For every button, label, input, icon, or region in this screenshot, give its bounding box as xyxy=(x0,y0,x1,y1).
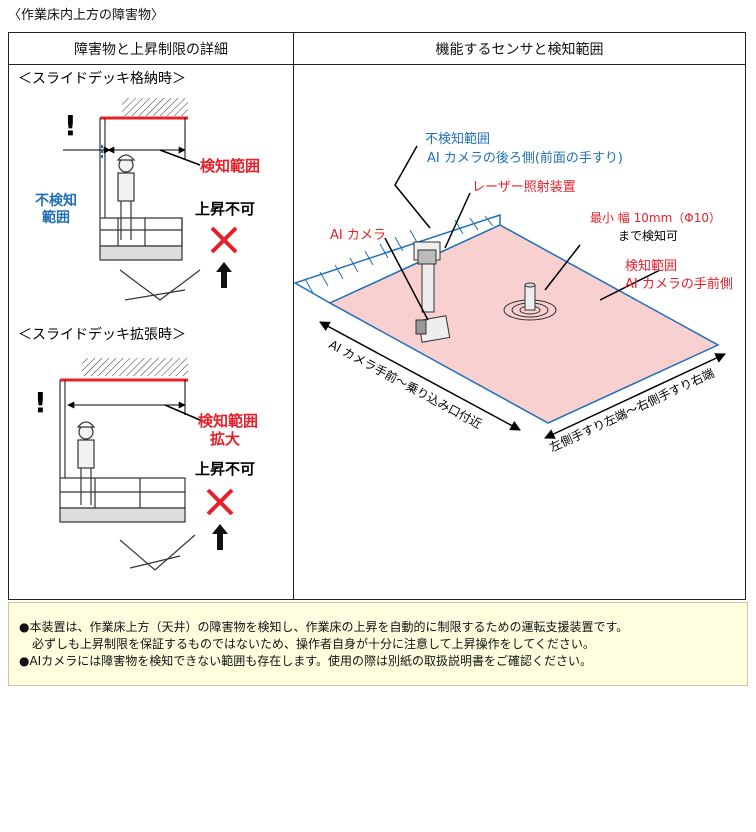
main-table: 障害物と上昇制限の詳細 機能するセンサと検知範囲 xyxy=(8,32,746,600)
extended-title: ＜スライドデッキ拡張時＞ xyxy=(18,326,186,343)
isometric-section: 不検知範囲 AI カメラの後ろ側(前面の手すり) レーザー照射装置 AI カメラ… xyxy=(293,131,733,455)
diagram-canvas: ＜スライドデッキ格納時＞ ! 不検知 範囲 xyxy=(18,70,733,571)
lift-platform-extended xyxy=(59,380,196,571)
note-line-2: 必ずしも上昇制限を保証するものではないため、操作者自身が十分に注意して上昇操作を… xyxy=(32,637,595,651)
up-arrow-icon xyxy=(216,262,232,288)
left-column-header: 障害物と上昇制限の詳細 xyxy=(74,42,228,58)
pole-obstacle xyxy=(503,282,557,321)
no-detect-label-1: 不検知 xyxy=(35,192,77,209)
column-divider xyxy=(293,33,294,599)
up-arrow-icon xyxy=(212,524,228,550)
right-column-header: 機能するセンサと検知範囲 xyxy=(435,42,604,58)
extended-section: ＜スライドデッキ拡張時＞ ! 検知範囲 拡大 上昇不可 xyxy=(18,326,258,571)
rise-disabled-label: 上昇不可 xyxy=(195,460,255,478)
caution-mark: ! xyxy=(64,109,77,142)
min-width-label: 最小 幅 10mm（Φ10） xyxy=(590,210,721,225)
min-width-label-2: まで検知可 xyxy=(618,229,678,243)
laser-device-label: レーザー照射装置 xyxy=(472,179,576,195)
leader-lines xyxy=(384,145,661,321)
no-detect-desc: AI カメラの後ろ側(前面の手すり) xyxy=(427,150,623,166)
width-dimension-arrow xyxy=(544,353,726,439)
ceiling-hatch xyxy=(82,358,188,376)
x-mark-icon xyxy=(206,488,234,516)
detect-leader xyxy=(164,404,201,421)
detect-range-title: 検知範囲 xyxy=(625,258,677,274)
ai-camera-label: AI カメラ xyxy=(330,228,386,243)
worker-figure-retracted xyxy=(116,154,136,240)
retracted-title: ＜スライドデッキ格納時＞ xyxy=(18,70,186,87)
page-title: 〈作業床内上方の障害物〉 xyxy=(8,8,165,23)
note-line-1: ●本装置は、作業床上方（天井）の障害物を検知し、作業床の上昇を自動的に制限するた… xyxy=(19,620,629,634)
note-line-3: ●AIカメラには障害物を検知できない範囲も存在します。使用の際は別紙の取扱説明書… xyxy=(19,654,593,668)
notes-box: ●本装置は、作業床上方（天井）の障害物を検知し、作業床の上昇を自動的に制限するた… xyxy=(8,602,748,686)
no-detect-title: 不検知範囲 xyxy=(425,131,490,147)
ceiling-hatch xyxy=(122,98,188,116)
retracted-section: ＜スライドデッキ格納時＞ ! 不検知 範囲 xyxy=(18,70,260,301)
detect-range-label: 検知範囲 xyxy=(198,412,258,430)
depth-dimension-arrow xyxy=(319,321,521,431)
detect-range-label: 検知範囲 xyxy=(200,157,260,175)
lift-platform-retracted xyxy=(99,118,201,301)
no-detect-label-2: 範囲 xyxy=(42,209,70,226)
x-mark-icon xyxy=(210,226,238,254)
detect-range-desc: AI カメラの手前側 xyxy=(625,276,733,292)
detect-range-expanded-label: 拡大 xyxy=(210,430,240,448)
header-divider xyxy=(9,64,745,65)
rise-disabled-label: 上昇不可 xyxy=(195,200,255,218)
caution-mark: ! xyxy=(34,386,47,419)
worker-figure-extended xyxy=(76,421,96,505)
detect-leader xyxy=(159,149,201,166)
